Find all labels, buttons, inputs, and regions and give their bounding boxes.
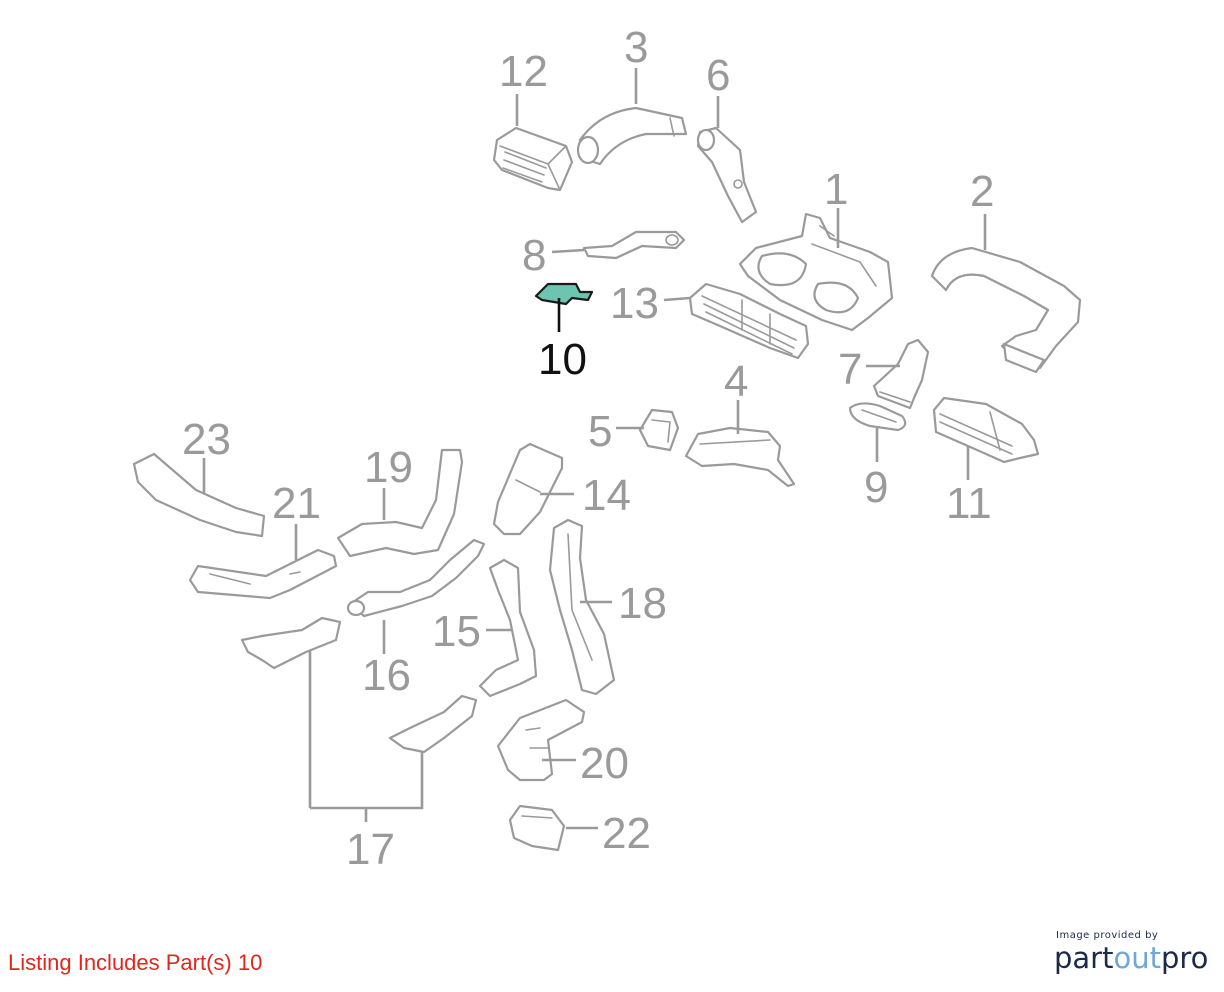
callout-2: 2 bbox=[970, 167, 994, 216]
part-16 bbox=[346, 538, 486, 618]
callout-13: 13 bbox=[610, 279, 659, 328]
part-19 bbox=[336, 448, 464, 558]
callout-10-highlighted: 10 bbox=[538, 335, 587, 384]
callout-8: 8 bbox=[522, 231, 546, 280]
brand-wordmark: partoutpro bbox=[1054, 943, 1214, 973]
callout-11: 11 bbox=[946, 479, 992, 528]
part-23 bbox=[132, 452, 266, 538]
part-9 bbox=[848, 402, 907, 432]
callout-17: 17 bbox=[346, 825, 395, 874]
callout-15: 15 bbox=[432, 607, 481, 656]
part-2 bbox=[930, 246, 1082, 374]
callout-9: 9 bbox=[864, 463, 888, 512]
part-4 bbox=[684, 426, 796, 488]
brand-word-out: out bbox=[1113, 941, 1161, 975]
brand-word-pro: pro bbox=[1160, 941, 1209, 975]
callout-22: 22 bbox=[602, 809, 651, 858]
part-12 bbox=[492, 126, 574, 192]
leader-lines bbox=[202, 68, 987, 830]
callout-labels: 12 3 6 1 2 8 10 13 7 4 5 9 11 23 19 14 2… bbox=[182, 23, 994, 874]
part-22 bbox=[508, 804, 566, 852]
part-14 bbox=[492, 442, 564, 536]
part-1 bbox=[738, 212, 894, 332]
part-3 bbox=[576, 106, 688, 166]
part-15 bbox=[478, 558, 538, 698]
part-11 bbox=[932, 396, 1040, 464]
part-5 bbox=[638, 408, 680, 452]
callout-21: 21 bbox=[272, 479, 321, 528]
callout-1: 1 bbox=[824, 165, 848, 214]
part-8 bbox=[582, 230, 686, 260]
part-20 bbox=[496, 698, 586, 782]
callout-16: 16 bbox=[362, 651, 411, 700]
callout-18: 18 bbox=[618, 579, 667, 628]
callout-14: 14 bbox=[582, 471, 631, 520]
callout-20: 20 bbox=[580, 739, 629, 788]
partoutpro-logo: Image provided by partoutpro bbox=[1054, 930, 1214, 973]
part-10-highlighted bbox=[534, 282, 594, 306]
callout-4: 4 bbox=[724, 357, 748, 406]
brand-word-part: part bbox=[1054, 941, 1114, 975]
part-6 bbox=[696, 126, 758, 224]
part-17-right bbox=[388, 694, 478, 754]
callout-7: 7 bbox=[838, 345, 862, 394]
listing-includes-note: Listing Includes Part(s) 10 bbox=[8, 950, 263, 975]
callout-12: 12 bbox=[499, 47, 548, 96]
part-7 bbox=[872, 338, 930, 410]
callout-3: 3 bbox=[624, 23, 648, 72]
callout-6: 6 bbox=[706, 51, 730, 100]
part-17-left bbox=[240, 616, 342, 670]
callout-5: 5 bbox=[588, 407, 612, 456]
brand-tagline: Image provided by bbox=[1056, 930, 1159, 941]
callout-19: 19 bbox=[364, 443, 413, 492]
callout-23: 23 bbox=[182, 415, 231, 464]
part-21 bbox=[188, 548, 338, 600]
part-13 bbox=[688, 282, 810, 360]
part-18 bbox=[548, 518, 616, 696]
